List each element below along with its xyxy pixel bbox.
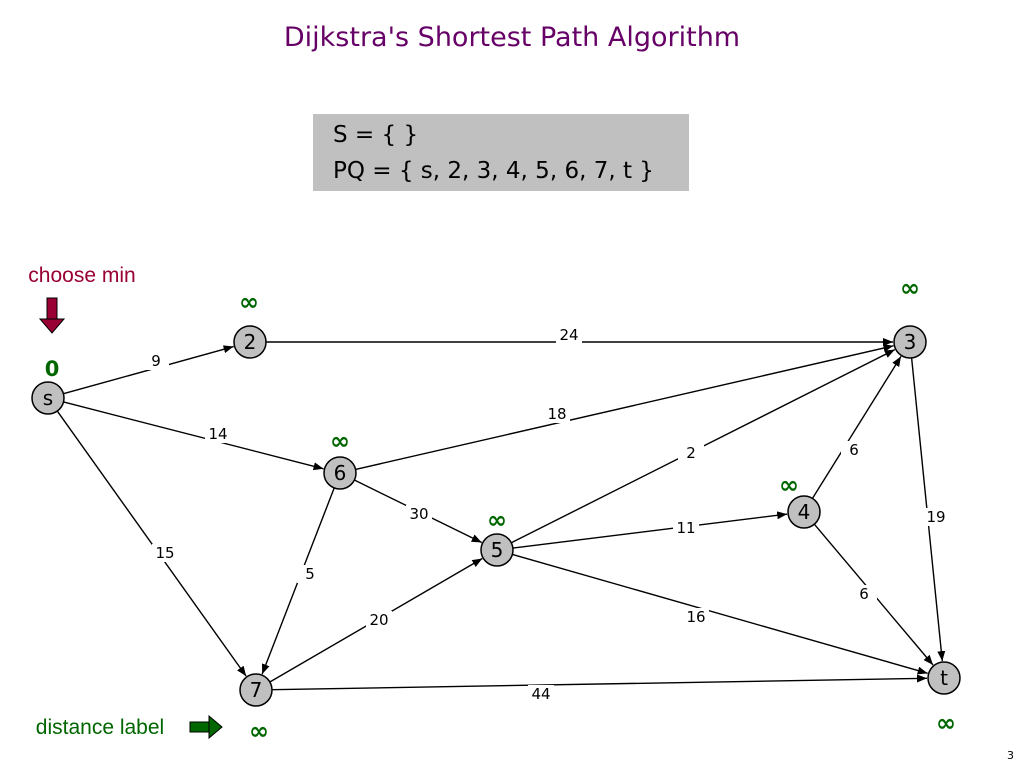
distance-label-s: 0 — [45, 357, 60, 381]
node-circle-7 — [239, 673, 273, 707]
edge-weight-6-7: 5 — [305, 565, 315, 583]
edge-weight-bg-5-4 — [673, 519, 699, 537]
edge-weight-bg-6-3 — [544, 405, 570, 423]
edge-weight-bg-s-2 — [143, 352, 169, 370]
node-circle-t — [927, 661, 961, 695]
edge-weight-5-3: 2 — [686, 444, 696, 462]
edge-5-t — [512, 553, 928, 675]
edge-weight-bg-2-3 — [556, 326, 582, 344]
edge-weight-bg-4-3 — [841, 441, 867, 459]
node-3: 3 — [893, 325, 927, 359]
node-label-3: 3 — [904, 330, 917, 354]
edge-weight-6-3: 18 — [547, 405, 566, 423]
page-number: 3 — [1007, 749, 1014, 762]
distance-label-2: ∞ — [239, 288, 259, 316]
node-label-5: 5 — [491, 538, 504, 562]
edge-6-3 — [355, 344, 894, 471]
edge-weight-bg-4-t — [851, 585, 877, 603]
node-circle-4 — [787, 495, 821, 529]
node-label-2: 2 — [244, 330, 257, 354]
distance-label-5: ∞ — [487, 506, 507, 534]
edge-weight-6-5: 30 — [409, 505, 428, 523]
edge-s-6 — [63, 401, 324, 471]
edge-weight-7-t: 44 — [531, 685, 550, 703]
nodes-layer: s 2 3 4 5 6 7 t — [31, 325, 961, 707]
edge-weight-5-4: 11 — [676, 519, 695, 537]
edge-weight-s-6: 14 — [208, 425, 227, 443]
algorithm-state-box: S = { } PQ = { s, 2, 3, 4, 5, 6, 7, t } — [313, 114, 689, 191]
edge-4-3 — [811, 356, 902, 499]
edge-weight-s-7: 15 — [155, 544, 174, 562]
distance-label-caption: distance label — [36, 716, 164, 739]
edge-weight-bg-5-t — [683, 608, 709, 626]
edge-weight-bg-7-5 — [366, 611, 392, 629]
priority-queue-text: PQ = { s, 2, 3, 4, 5, 6, 7, t } — [333, 158, 654, 184]
edge-weight-bg-5-3 — [678, 444, 704, 462]
node-7: 7 — [239, 673, 273, 707]
edge-weight-4-t: 6 — [859, 585, 869, 603]
edge-7-t — [271, 674, 928, 691]
node-6: 6 — [323, 456, 357, 490]
edge-s-7 — [56, 410, 247, 677]
node-4: 4 — [787, 495, 821, 529]
node-label-t: t — [940, 666, 948, 690]
distance-label-7: ∞ — [249, 717, 269, 745]
choose-min-arrow-icon — [38, 297, 66, 334]
choose-min-label: choose min — [28, 264, 135, 287]
distance-labels-layer: 0 ∞ ∞ ∞ ∞ ∞ ∞ ∞ — [45, 274, 956, 745]
node-t: t — [927, 661, 961, 695]
distance-label-4: ∞ — [779, 471, 799, 499]
edge-weight-3-t: 19 — [926, 508, 945, 526]
node-circle-3 — [893, 325, 927, 359]
edge-weight-bg-7-t — [528, 685, 554, 703]
edge-weight-bg-3-t — [923, 508, 949, 526]
edge-weight-5-t: 16 — [686, 608, 705, 626]
edge-weight-2-3: 24 — [559, 326, 578, 344]
distance-label-arrow-icon — [189, 714, 223, 740]
node-circle-5 — [480, 533, 514, 567]
node-circle-s — [31, 381, 65, 415]
node-circle-6 — [323, 456, 357, 490]
distance-label-3: ∞ — [900, 274, 920, 302]
edge-weight-bg-s-7 — [152, 544, 178, 562]
settled-set-text: S = { } — [333, 122, 419, 148]
node-s: s — [31, 381, 65, 415]
edge-weight-bg-6-5 — [406, 505, 432, 523]
edge-s-2 — [63, 345, 234, 395]
node-circle-2 — [233, 325, 267, 359]
edge-weight-7-5: 20 — [369, 611, 388, 629]
node-2: 2 — [233, 325, 267, 359]
edge-weight-bg-6-7 — [297, 565, 323, 583]
node-label-7: 7 — [250, 678, 263, 702]
node-label-6: 6 — [334, 461, 347, 485]
distance-label-t: ∞ — [936, 709, 956, 737]
distance-label-6: ∞ — [330, 427, 350, 455]
node-label-s: s — [43, 386, 53, 410]
node-5: 5 — [480, 533, 514, 567]
edge-5-4 — [512, 511, 788, 549]
edge-weight-bg-s-6 — [205, 425, 231, 443]
page-title: Dijkstra's Shortest Path Algorithm — [283, 22, 741, 53]
edge-weight-s-2: 9 — [151, 352, 161, 370]
node-label-4: 4 — [798, 500, 811, 524]
edge-weight-4-3: 6 — [849, 441, 859, 459]
